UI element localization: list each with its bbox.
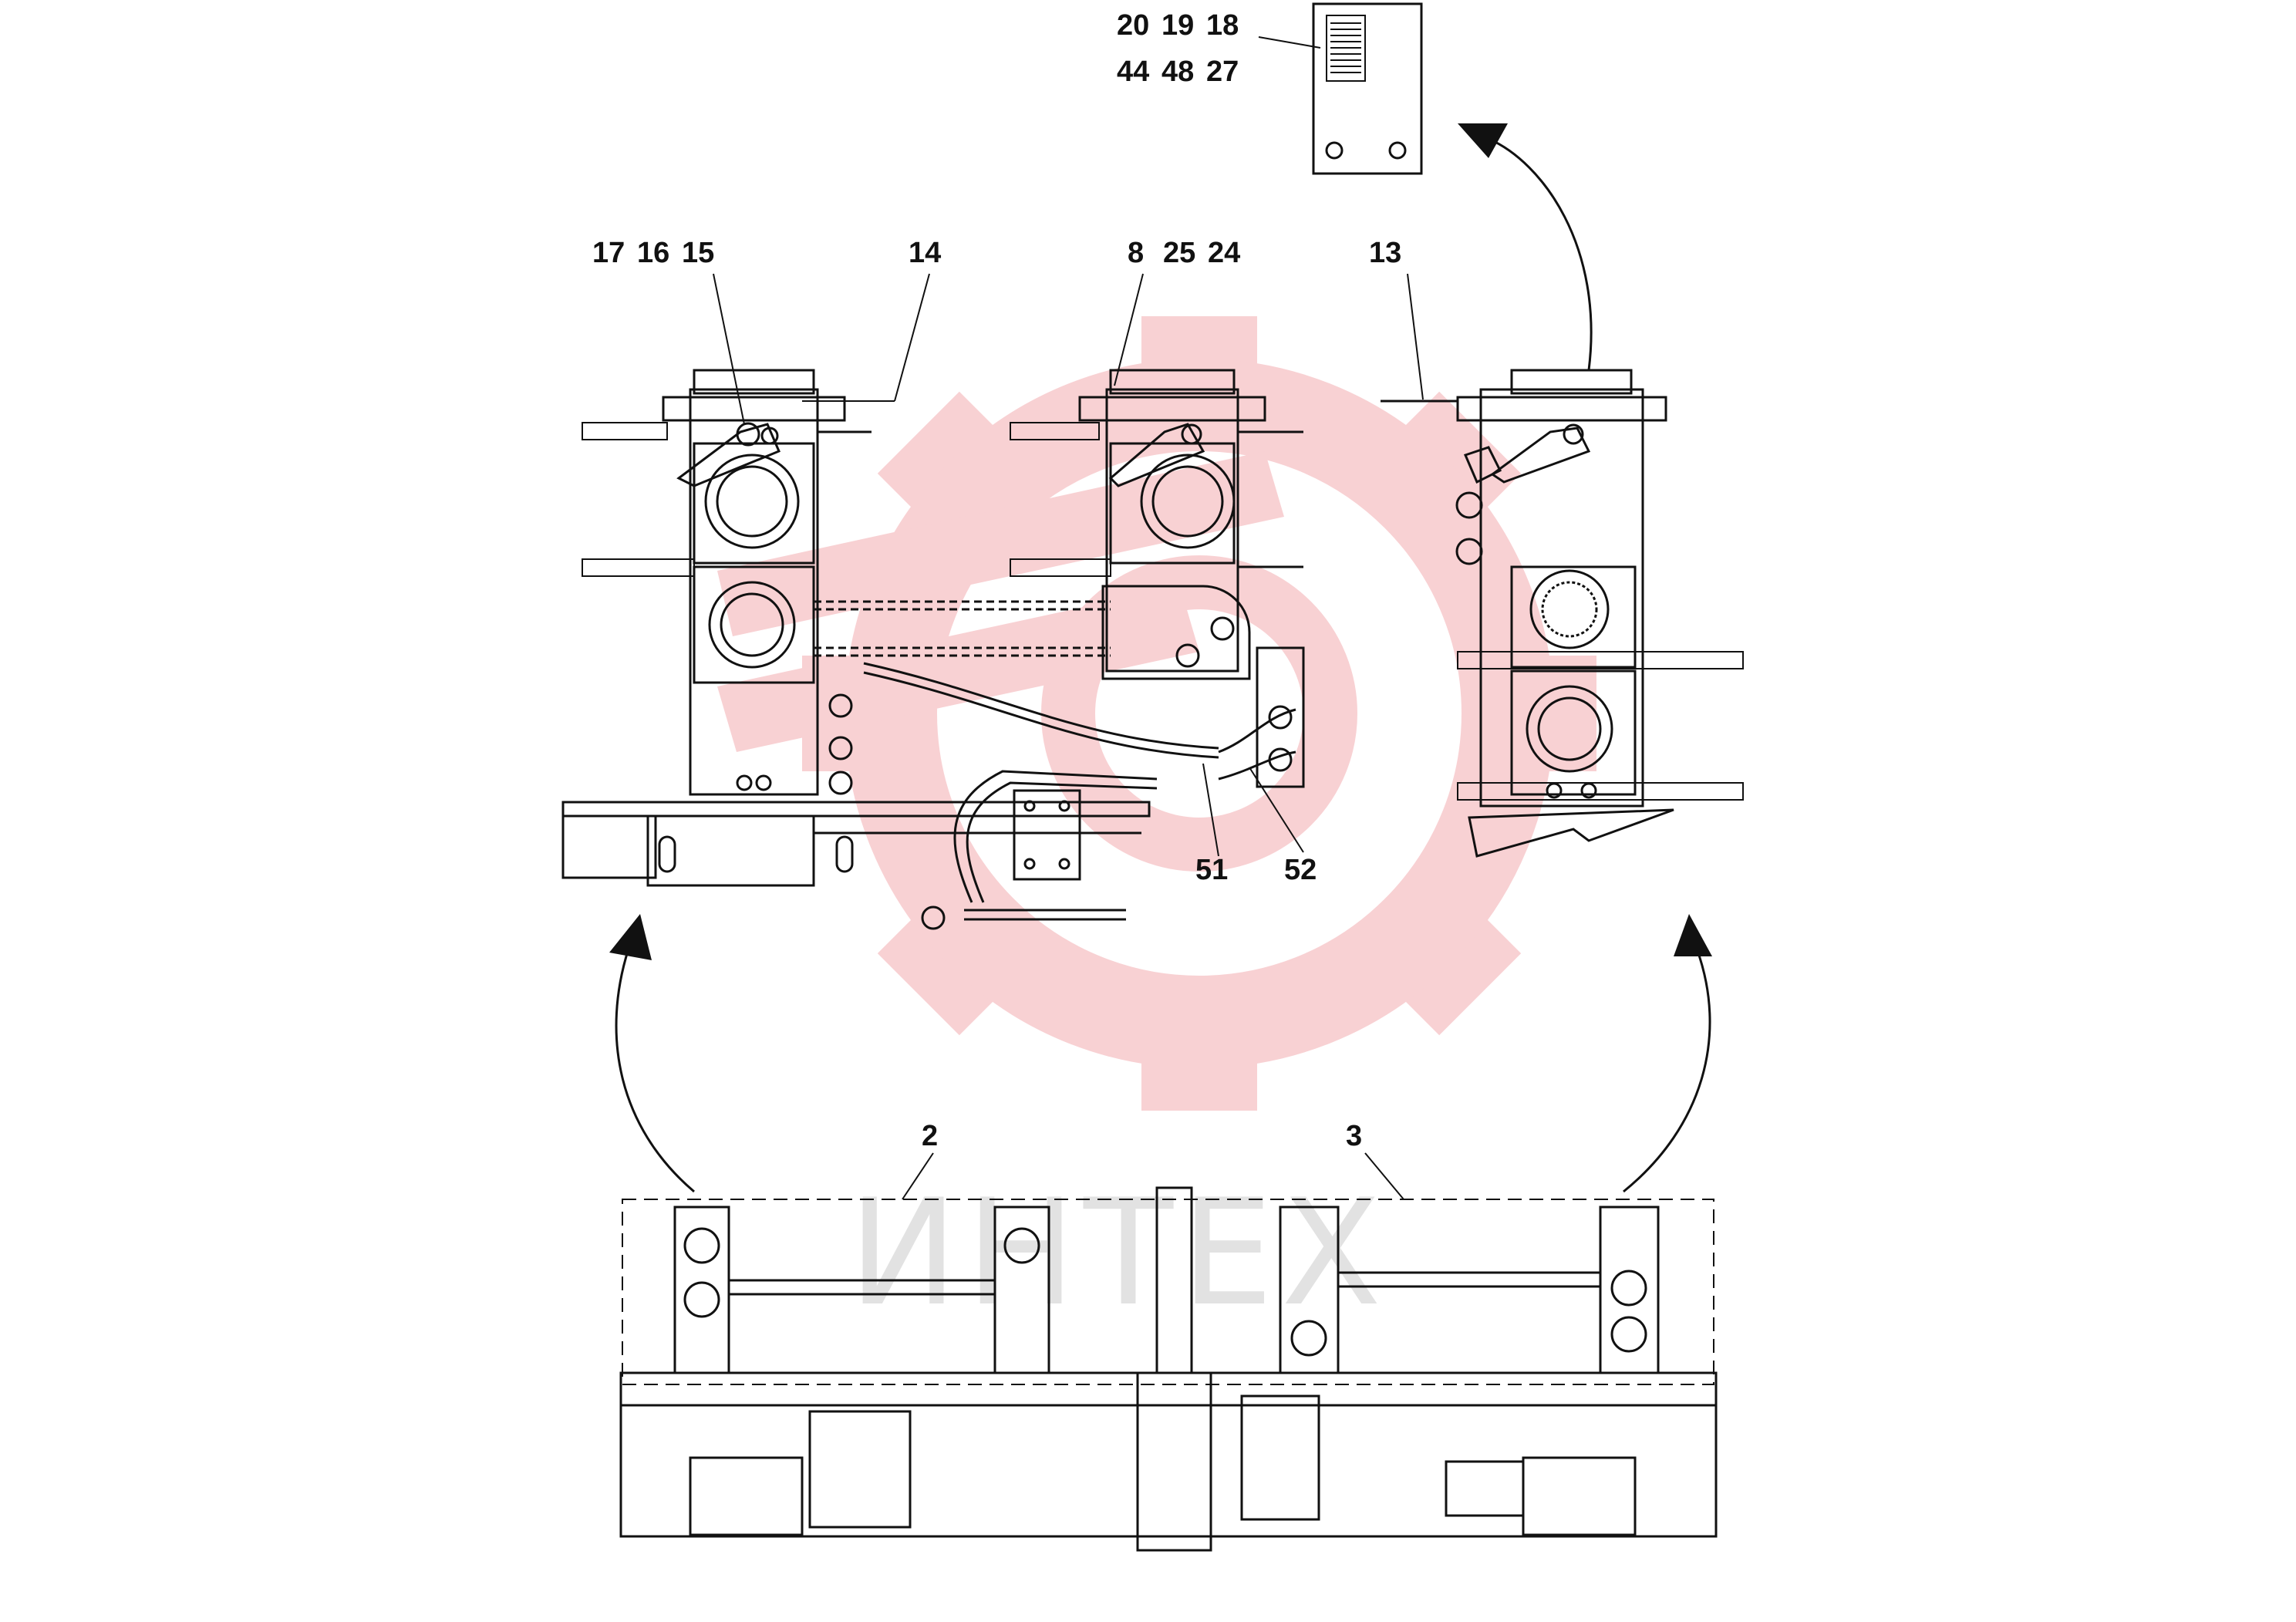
middle-tower [1010, 369, 1303, 680]
curved-arrows [609, 123, 1712, 1193]
label-2: 2 [922, 1120, 938, 1152]
chain-links [814, 600, 1111, 657]
label-19: 19 [1161, 9, 1194, 42]
label-16: 16 [637, 237, 669, 269]
label-3: 3 [1346, 1120, 1362, 1152]
lower-left-tower [673, 1206, 730, 1374]
label-18: 18 [1206, 9, 1239, 42]
right-tower [1381, 369, 1744, 858]
label-15: 15 [682, 237, 714, 269]
lower-assembly [619, 1186, 1718, 1552]
label-44: 44 [1117, 56, 1149, 88]
leader-lines [713, 273, 1424, 1200]
label-48: 48 [1161, 56, 1194, 88]
label-20: 20 [1117, 9, 1149, 42]
label-25: 25 [1163, 237, 1195, 269]
label-8: 8 [1128, 237, 1144, 269]
label-24: 24 [1208, 237, 1240, 269]
label-52: 52 [1284, 854, 1317, 886]
left-base-rail [561, 801, 1151, 887]
lower-right-tower [1599, 1206, 1660, 1374]
label-17: 17 [592, 237, 625, 269]
watermark-text: ИНТЕХ [848, 1168, 1389, 1338]
lower-right-middle-tower [1279, 1206, 1340, 1374]
detail-plate [1258, 2, 1423, 175]
watermark-gear-logo [717, 316, 1596, 1111]
label-27: 27 [1206, 56, 1239, 88]
label-14: 14 [909, 237, 941, 269]
hoses [863, 646, 1305, 930]
label-13: 13 [1369, 237, 1401, 269]
left-tower [582, 369, 872, 796]
label-51: 51 [1195, 854, 1228, 886]
part-labels: 20 19 18 44 48 27 17 16 15 14 8 25 24 13… [592, 9, 1401, 1152]
